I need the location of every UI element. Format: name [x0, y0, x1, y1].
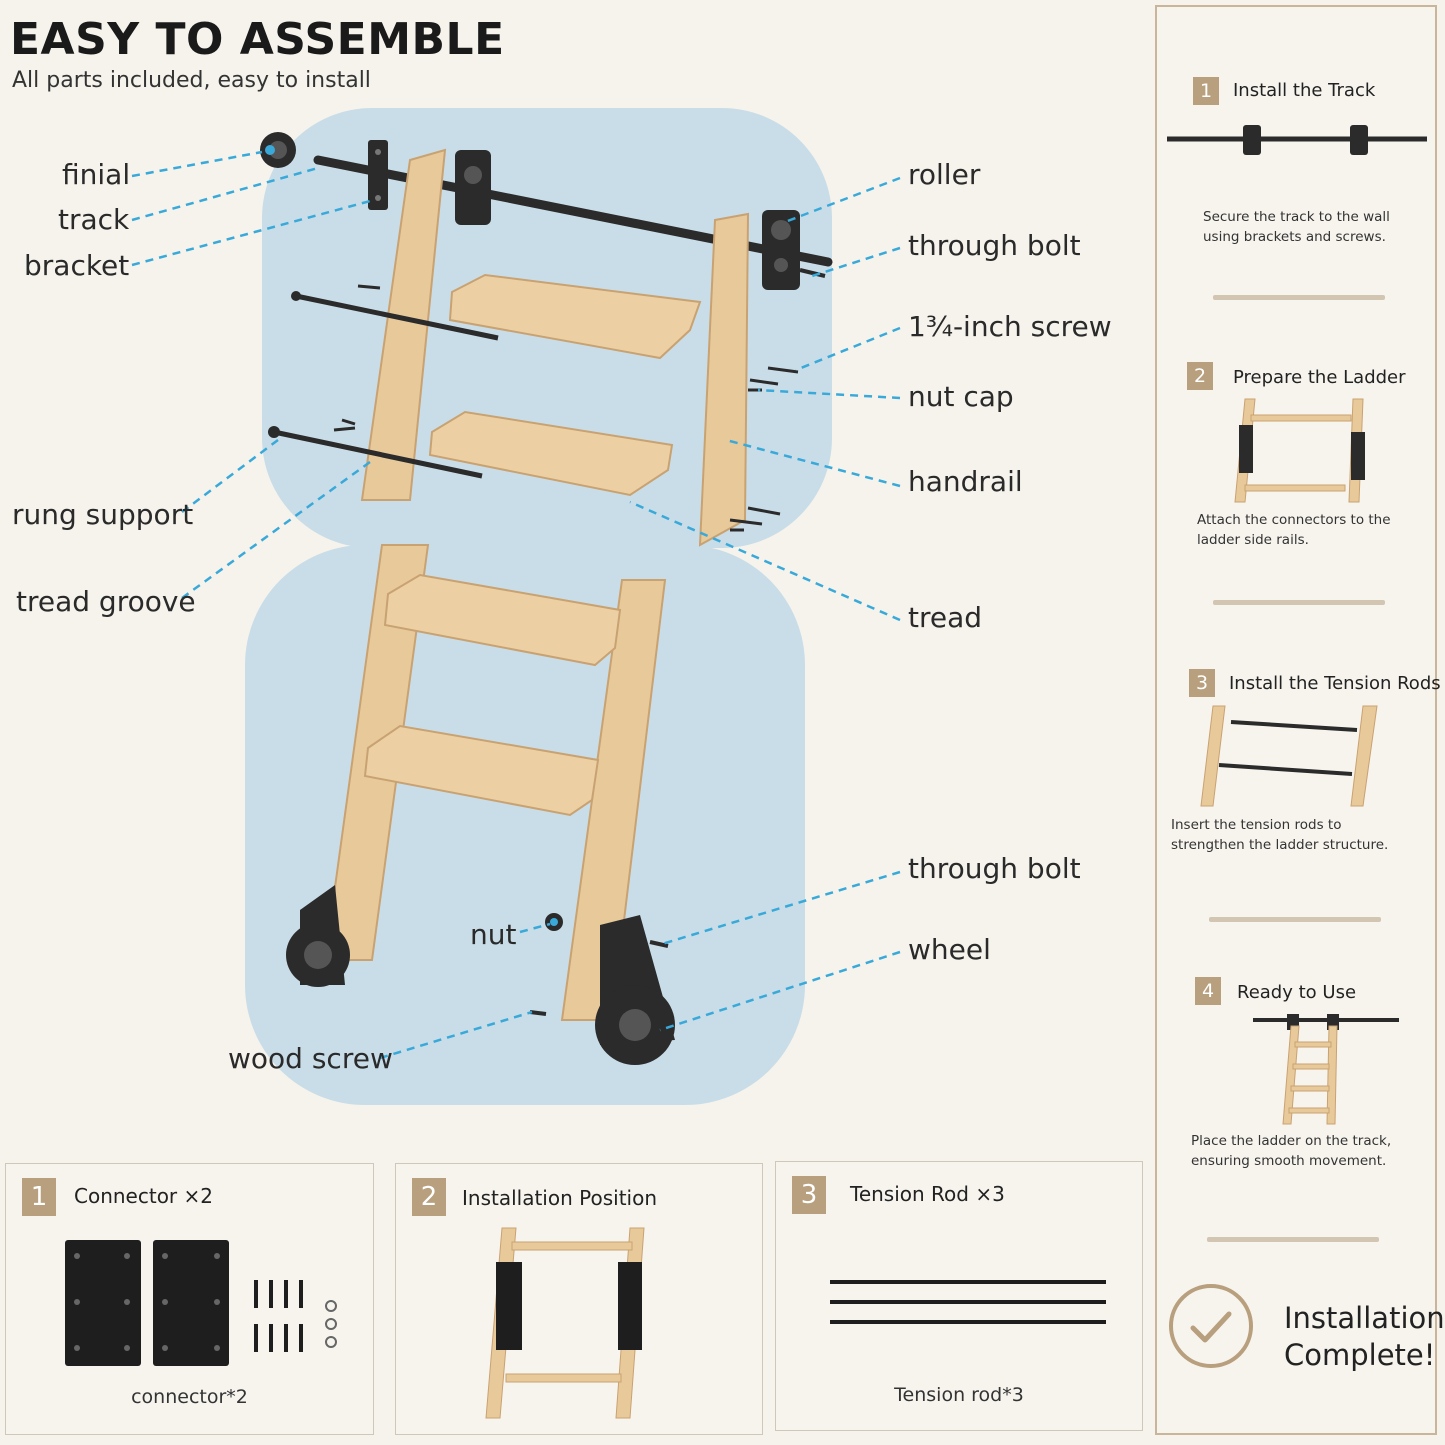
complete-line-1: Installation: [1284, 1301, 1445, 1335]
step-3-tension-rods-illustration: [1200, 705, 1378, 807]
checkmark-icon: [1169, 1284, 1253, 1368]
step-4-title: Ready to Use: [1237, 982, 1357, 1003]
step-separator: [1213, 600, 1385, 605]
panel-1-number: 1: [22, 1178, 56, 1216]
wheel-left: [286, 885, 350, 987]
panel-2-title: Installation Position: [462, 1186, 657, 1210]
step-1-description: Secure the track to the wall using brack…: [1203, 209, 1390, 245]
label-bracket: bracket: [24, 249, 130, 282]
tension-rods-illustration: [830, 1280, 1106, 1324]
step-3-title: Install the Tension Rods: [1229, 673, 1441, 694]
label-screw: 1¾-inch screw: [908, 310, 1112, 343]
page-subtitle: All parts included, easy to install: [12, 68, 371, 93]
step-1-title: Install the Track: [1233, 80, 1376, 101]
panel-installation-position: 2 Installation Position: [395, 1163, 763, 1435]
step-2-number: 2: [1187, 362, 1213, 390]
label-tread-groove: tread groove: [16, 585, 196, 618]
step-4-description: Place the ladder on the track, ensuring …: [1191, 1133, 1392, 1169]
ladder-exploded-diagram: [131, 108, 901, 1105]
roller-top-left: [455, 150, 491, 225]
page-title: EASY TO ASSEMBLE: [10, 14, 505, 65]
through-bolt-bottom: [649, 940, 669, 948]
label-rung-support: rung support: [12, 498, 194, 531]
step-4-number: 4: [1195, 977, 1221, 1005]
complete-line-2: Complete!: [1284, 1338, 1436, 1372]
step-3-number: 3: [1189, 669, 1215, 697]
panel-1-title: Connector ×2: [74, 1184, 213, 1208]
label-finial: finial: [62, 158, 131, 191]
step-4-ready-illustration: [1253, 1014, 1399, 1125]
wood-screw: [529, 1010, 547, 1016]
step-2-description: Attach the connectors to the ladder side…: [1197, 512, 1391, 548]
label-roller: roller: [908, 158, 981, 191]
step-1-number: 1: [1193, 77, 1219, 105]
step-separator: [1213, 295, 1385, 300]
panel-2-number: 2: [412, 1178, 446, 1216]
installation-position-illustration: [485, 1227, 645, 1419]
label-wheel: wheel: [908, 933, 991, 966]
label-through-bolt-bottom: through bolt: [908, 852, 1081, 885]
finial: [260, 132, 296, 168]
label-track: track: [58, 203, 130, 236]
label-nut-cap: nut cap: [908, 380, 1014, 413]
step-separator: [1209, 917, 1381, 922]
panel-3-caption: Tension rod*3: [894, 1384, 1024, 1406]
label-nut: nut: [470, 918, 517, 951]
wheel: [595, 915, 675, 1065]
roller: [762, 210, 800, 290]
installation-steps-sidebar: 1 Install the Track Secure the track to …: [1155, 5, 1441, 1435]
step-3-description: Insert the tension rods to strengthen th…: [1171, 817, 1389, 853]
step-2-ladder-illustration: [1234, 398, 1365, 503]
label-handrail: handrail: [908, 465, 1023, 498]
panel-connector: 1 Connector ×2 connector*2: [5, 1163, 374, 1435]
panel-3-number: 3: [792, 1176, 826, 1214]
step-2-title: Prepare the Ladder: [1233, 367, 1406, 388]
installation-complete-text: Installation Complete!: [1284, 1300, 1445, 1374]
loose-screws: [333, 284, 799, 532]
label-through-bolt-top: through bolt: [908, 229, 1081, 262]
nut: [545, 913, 563, 931]
through-bolt-top: [799, 268, 826, 278]
panel-1-caption: connector*2: [131, 1386, 248, 1408]
leader-lines: [131, 150, 901, 1060]
ladder-upper: [268, 148, 750, 547]
label-wood-screw: wood screw: [228, 1042, 393, 1075]
panel-3-title: Tension Rod ×3: [850, 1182, 1005, 1206]
step-separator: [1207, 1237, 1379, 1242]
bracket: [368, 140, 388, 210]
connector-parts-illustration: [65, 1240, 337, 1366]
label-tread: tread: [908, 601, 983, 634]
panel-tension-rod: 3 Tension Rod ×3 Tension rod*3: [775, 1161, 1143, 1431]
step-1-track-illustration: [1167, 125, 1427, 155]
